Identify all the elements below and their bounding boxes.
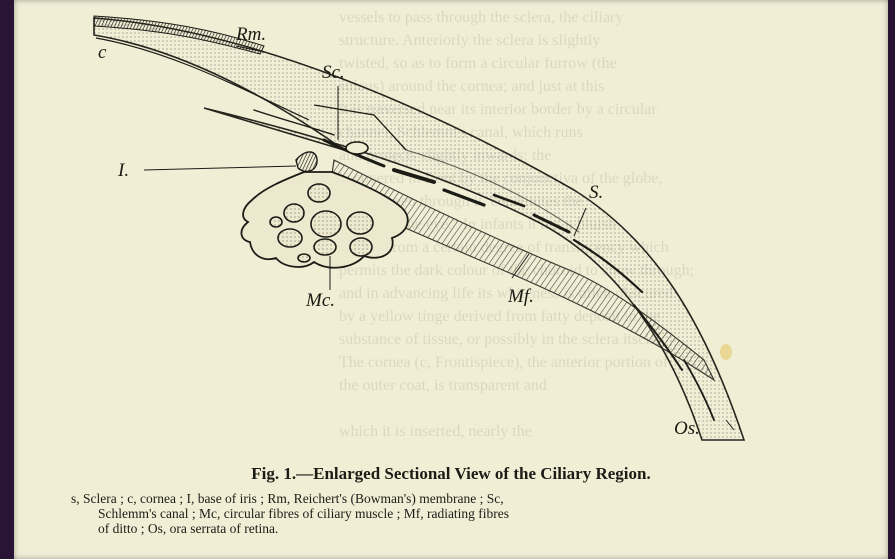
label-sc: Sc.	[322, 62, 345, 84]
label-mf: Mf.	[508, 286, 534, 308]
label-os: Os.	[674, 418, 700, 440]
legend-line-1: s, Sclera ; c, cornea ; I, base of iris …	[71, 491, 851, 506]
legend-line-3: of ditto ; Os, ora serrata of retina.	[71, 521, 851, 536]
label-s: S.	[589, 182, 603, 204]
figure-caption-title: Fig. 1.—Enlarged Sectional View of the C…	[14, 464, 888, 484]
label-c: c	[98, 42, 106, 64]
label-i: I.	[118, 160, 129, 182]
ciliary-region-illustration	[14, 0, 888, 460]
figure-legend: s, Sclera ; c, cornea ; I, base of iris …	[71, 491, 851, 536]
legend-line-2: Schlemm's canal ; Mc, circular fibres of…	[71, 506, 851, 521]
label-mc: Mc.	[306, 290, 335, 312]
schlemms-canal	[346, 142, 368, 154]
book-page: vessels to pass through the sclera, the …	[14, 0, 888, 559]
label-rm: Rm.	[236, 24, 266, 46]
